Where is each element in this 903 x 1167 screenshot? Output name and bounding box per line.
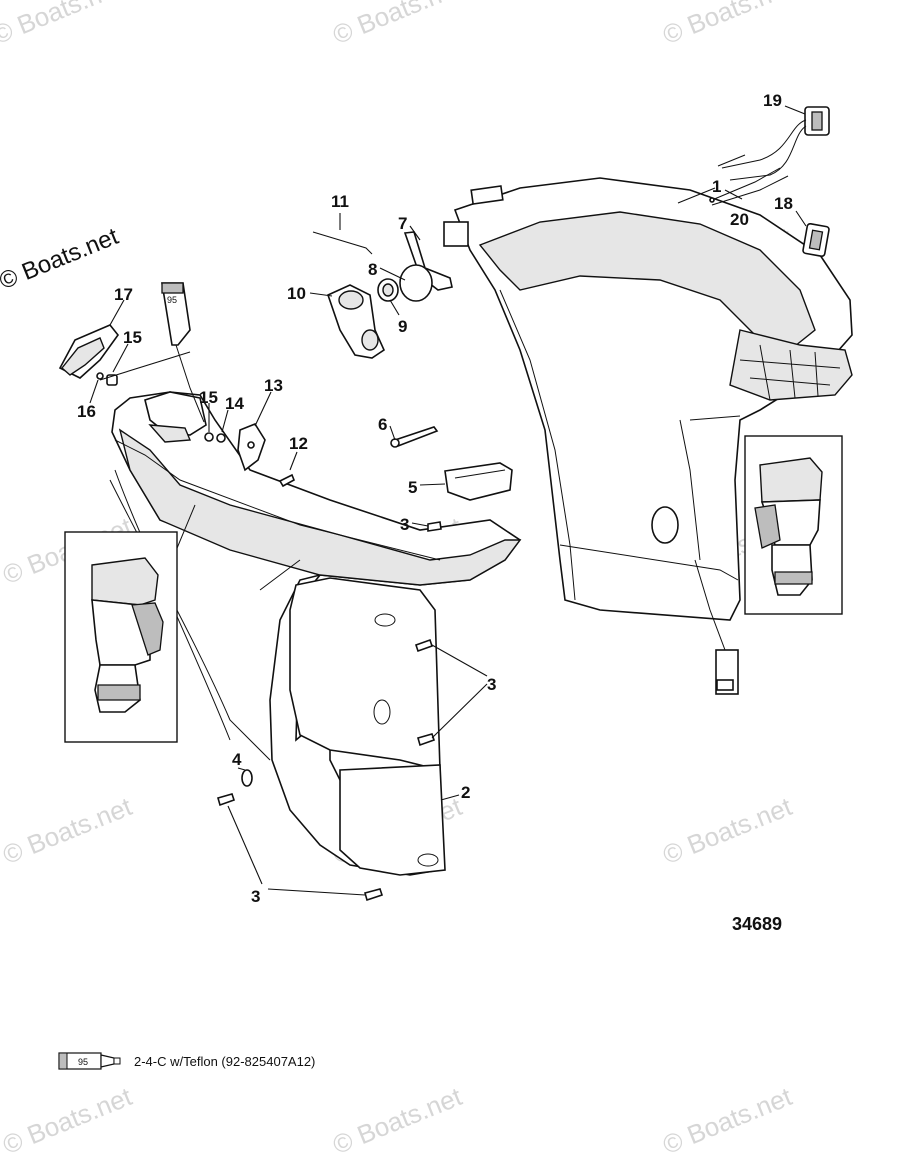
screw-part-3: [417, 733, 436, 747]
callout-12: 12: [289, 434, 308, 453]
screw-part-3: [427, 521, 442, 532]
callout-4: 4: [232, 750, 242, 769]
washer-part-14: [216, 433, 226, 443]
screw-part-3: [364, 888, 384, 902]
bushing-part-8: [399, 264, 433, 302]
harness-part-20: [709, 154, 789, 206]
lubricant-legend: 95 2-4-C w/Teflon (92-825407A12): [58, 1050, 315, 1072]
lubricant-tube-95: 95: [161, 282, 205, 423]
callout-2: 2: [461, 783, 470, 802]
inset-outboard-right: [744, 435, 843, 615]
callout-13: 13: [264, 376, 283, 395]
callout-1: 1: [712, 177, 721, 196]
callout-7: 7: [398, 214, 407, 233]
connector-part-19: [721, 106, 830, 181]
handle-part-10: [327, 284, 386, 359]
leader-lines: [89, 105, 807, 896]
callout-10: 10: [287, 284, 306, 303]
callout-20: 20: [730, 210, 749, 229]
callout-3: 3: [400, 515, 409, 534]
screw-part-3: [414, 638, 434, 653]
callout-3: 3: [487, 675, 496, 694]
callout-16: 16: [77, 402, 96, 421]
bottom-cowl-assembly: [109, 391, 522, 876]
callout-15: 15: [123, 328, 142, 347]
callout-17: 17: [114, 285, 133, 304]
legend-tube-label: 95: [78, 1057, 88, 1067]
bracket-part-17: [58, 324, 120, 379]
callout-3: 3: [251, 887, 260, 906]
top-cowl-part-1: [443, 177, 853, 695]
callout-6: 6: [378, 415, 387, 434]
screw-part-3: [217, 793, 236, 807]
callout-numbers: 1 2 3 3 3 4 5 6 7 8 9 10 11 12 13 14 15 …: [77, 91, 793, 906]
bolt-part-6: [393, 426, 439, 448]
washer-part-4: [241, 769, 253, 787]
rod-part-11: [312, 231, 373, 255]
callout-19: 19: [763, 91, 782, 110]
callout-14: 14: [225, 394, 244, 413]
inset-outboard-left: [64, 531, 178, 743]
screw-part-12: [278, 473, 296, 488]
tube-label: 95: [167, 295, 177, 305]
washer-part-15: [204, 432, 214, 442]
callout-18: 18: [774, 194, 793, 213]
callout-5: 5: [408, 478, 417, 497]
legend-text: 2-4-C w/Teflon (92-825407A12): [134, 1053, 316, 1069]
connector-part-18: [802, 222, 830, 258]
cover-part-5: [444, 462, 513, 501]
callout-15: 15: [199, 388, 218, 407]
callout-9: 9: [398, 317, 407, 336]
callout-11: 11: [331, 192, 349, 211]
callout-8: 8: [368, 260, 377, 279]
lubricant-tube-icon: 95: [58, 1052, 121, 1070]
drawing-number: 34689: [732, 914, 783, 934]
washer-part-16: [96, 372, 104, 380]
